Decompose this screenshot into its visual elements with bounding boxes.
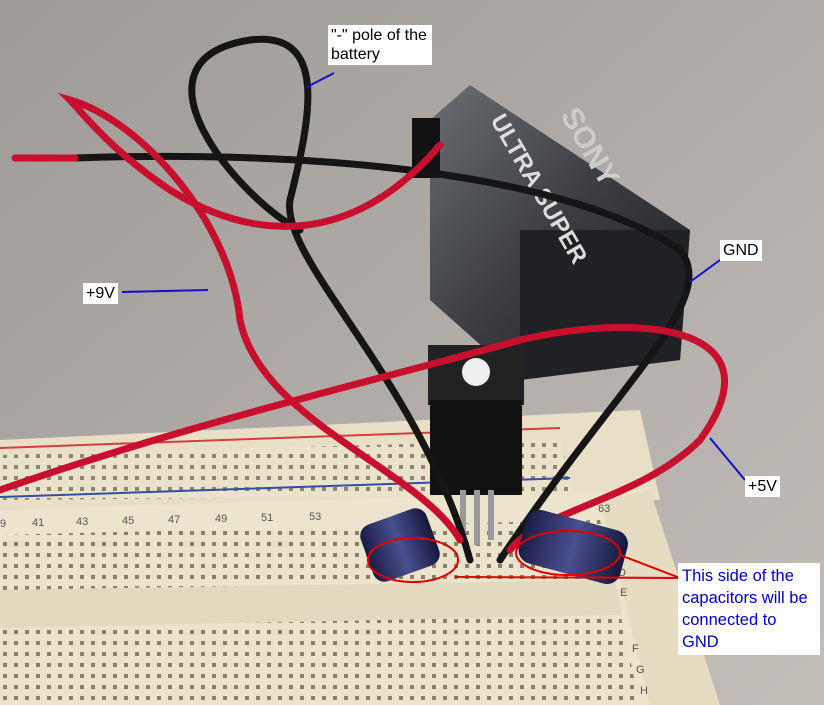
pointer-9v: [121, 289, 209, 293]
breadboard-column-label: 49: [215, 513, 227, 525]
red-wire-9v: [11, 92, 464, 544]
pointer-capacitor-note: [454, 576, 681, 579]
breadboard-row-label: F: [632, 643, 639, 655]
breadboard-column-label: 41: [32, 517, 44, 529]
capacitor-right: [518, 509, 628, 584]
label-plus-5v: +5V: [745, 476, 780, 497]
pointer-5v: [709, 437, 746, 481]
highlight-ellipse-left: [367, 537, 459, 583]
breadboard-column-label: 43: [76, 516, 88, 528]
pointer-gnd: [689, 259, 721, 283]
breadboard-row-label: H: [640, 685, 648, 697]
breadboard-column-label: 45: [122, 515, 134, 527]
breadboard-column-label: 51: [261, 512, 273, 524]
breadboard-row-label: E: [620, 587, 627, 599]
black-wire-battery-negative: [188, 35, 474, 564]
breadboard-row-label: G: [636, 664, 645, 676]
label-battery-negative: "-" pole of the battery: [328, 25, 432, 65]
breadboard-column-label: 63: [598, 503, 610, 515]
highlight-ellipse-right: [515, 530, 621, 576]
label-plus-9v: +9V: [83, 283, 118, 304]
capacitor-left: [360, 508, 440, 582]
breadboard-column-label: 53: [309, 511, 321, 523]
red-wire-5v: [0, 323, 728, 554]
breadboard-row-label: D: [618, 567, 626, 579]
black-wire-gnd: [71, 152, 693, 564]
pointer-battery-negative: [304, 72, 335, 89]
breadboard-column-label: 47: [168, 514, 180, 526]
breadboard-column-label: 9: [0, 518, 6, 530]
label-gnd: GND: [720, 240, 762, 261]
pointer-capacitor-note: [619, 554, 681, 579]
label-capacitor-note: This side of the capacitors will be conn…: [678, 563, 820, 655]
voltage-regulator: [428, 345, 524, 545]
